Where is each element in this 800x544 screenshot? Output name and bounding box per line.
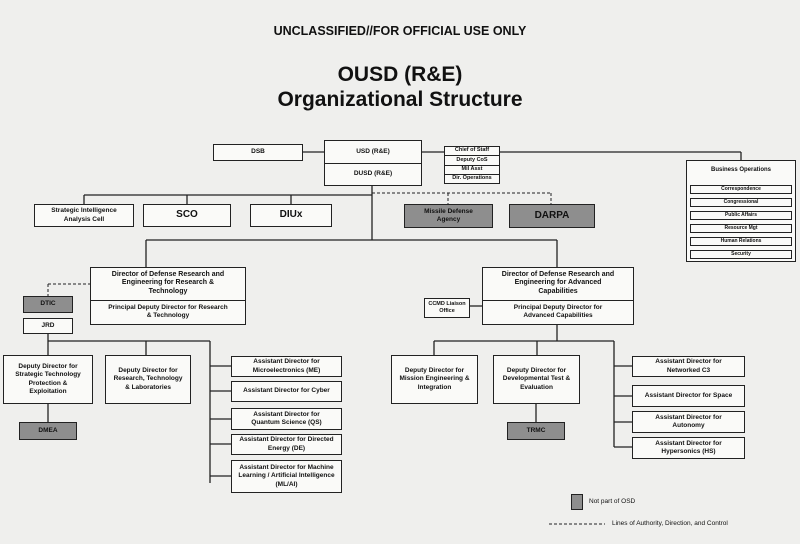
ad-autonomy-box: Assistant Director for Autonomy	[632, 411, 745, 433]
staff-box: Chief of Staff Deputy CoS Mil Asst Dir. …	[444, 146, 500, 184]
director-rt-label: Director of Defense Research and Enginee…	[111, 270, 225, 296]
ad-quantum-label: Assistant Director for Quantum Science (…	[251, 410, 322, 426]
strategic-intelligence-label: Strategic Intelligence Analysis Cell	[51, 207, 117, 223]
ad-autonomy-label: Assistant Director for Autonomy	[655, 413, 722, 429]
ad-quantum-box: Assistant Director for Quantum Science (…	[231, 408, 342, 430]
staff-item: Chief of Staff	[454, 147, 490, 154]
usd-box: USD (R&E) DUSD (R&E)	[324, 140, 422, 186]
director-rt-box: Director of Defense Research and Enginee…	[90, 267, 246, 325]
dd-research-tech-labs-box: Deputy Director for Research, Technology…	[105, 355, 191, 404]
deputy-ac-label: Principal Deputy Director for Advanced C…	[483, 299, 633, 324]
staff-item: Dir. Operations	[445, 173, 499, 183]
business-item: Correspondence	[690, 185, 792, 194]
ccmd-liaison-label: CCMD Liaison Office	[428, 301, 466, 314]
deputy-rt-label: Principal Deputy Director for Research &…	[91, 299, 245, 324]
ad-ml-ai-label: Assistant Director for Machine Learning …	[238, 464, 335, 488]
legend-not-osd-label: Not part of OSD	[589, 498, 636, 505]
dd-research-tech-labs-label: Deputy Director for Research, Technology…	[113, 367, 183, 391]
darpa-label: DARPA	[534, 209, 570, 221]
staff-item: Mil Asst	[445, 164, 499, 174]
dtic-label: DTIC	[40, 300, 56, 308]
ad-directed-energy-box: Assistant Director for Directed Energy (…	[231, 434, 342, 455]
dmea-box: DMEA	[19, 422, 77, 440]
ad-directed-energy-label: Assistant Director for Directed Energy (…	[239, 436, 334, 452]
dsb-box: DSB	[213, 144, 303, 161]
director-ac-box: Director of Defense Research and Enginee…	[482, 267, 634, 325]
page-title: OUSD (R&E)	[337, 63, 463, 86]
business-item: Security	[690, 250, 792, 259]
dusd-label: DUSD (R&E)	[325, 162, 421, 186]
dsb-label: DSB	[251, 148, 265, 156]
dd-developmental-test-label: Deputy Director for Developmental Test &…	[502, 367, 571, 391]
trmc-box: TRMC	[507, 422, 565, 440]
darpa-box: DARPA	[509, 204, 595, 228]
ad-microelectronics-box: Assistant Director for Microelectronics …	[231, 356, 342, 377]
dd-mission-engineering-label: Deputy Director for Mission Engineering …	[399, 367, 470, 391]
ad-cyber-box: Assistant Director for Cyber	[231, 381, 342, 402]
director-ac-label: Director of Defense Research and Enginee…	[501, 270, 615, 296]
dd-mission-engineering-box: Deputy Director for Mission Engineering …	[391, 355, 478, 404]
jrd-label: JRD	[41, 321, 55, 329]
classification-banner: UNCLASSIFIED//FOR OFFICIAL USE ONLY	[273, 24, 527, 38]
sco-box: SCO	[143, 204, 231, 227]
business-item: Human Relations	[690, 237, 792, 246]
missile-defense-agency-label: Missile Defense Agency	[424, 207, 473, 223]
usd-label: USD (R&E)	[356, 147, 390, 155]
trmc-label: TRMC	[526, 426, 546, 434]
ad-microelectronics-label: Assistant Director for Microelectronics …	[252, 358, 321, 374]
business-operations-title: Business Operations	[710, 167, 772, 173]
ccmd-liaison-box: CCMD Liaison Office	[424, 298, 470, 318]
dtic-box: DTIC	[23, 296, 73, 313]
dd-developmental-test-box: Deputy Director for Developmental Test &…	[493, 355, 580, 404]
legend-gray-swatch	[571, 494, 583, 510]
ad-cyber-label: Assistant Director for Cyber	[243, 387, 330, 395]
ad-ml-ai-box: Assistant Director for Machine Learning …	[231, 460, 342, 493]
diux-label: DIUx	[279, 209, 303, 221]
legend-lines-label: Lines of Authority, Direction, and Contr…	[612, 520, 728, 527]
ad-networked-c3-box: Assistant Director for Networked C3	[632, 356, 745, 377]
business-item: Congressional	[690, 198, 792, 207]
strategic-intelligence-analysis-cell-box: Strategic Intelligence Analysis Cell	[34, 204, 134, 227]
dd-strategic-tech-label: Deputy Director for Strategic Technology…	[15, 363, 81, 395]
sco-label: SCO	[176, 209, 198, 221]
ad-networked-c3-label: Assistant Director for Networked C3	[655, 358, 722, 374]
business-operations-box: Business Operations Correspondence Congr…	[686, 160, 796, 262]
ad-hypersonics-label: Assistant Director for Hypersonics (HS)	[655, 439, 722, 455]
page-subtitle: Organizational Structure	[277, 88, 523, 111]
dd-strategic-tech-box: Deputy Director for Strategic Technology…	[3, 355, 93, 404]
dmea-label: DMEA	[38, 426, 58, 434]
missile-defense-agency-box: Missile Defense Agency	[404, 204, 493, 228]
ad-hypersonics-box: Assistant Director for Hypersonics (HS)	[632, 437, 745, 459]
staff-item: Deputy CoS	[445, 155, 499, 164]
business-item: Resource Mgt	[690, 224, 792, 233]
jrd-box: JRD	[23, 318, 73, 334]
ad-space-box: Assistant Director for Space	[632, 385, 745, 407]
ad-space-label: Assistant Director for Space	[644, 391, 733, 399]
diux-box: DIUx	[250, 204, 332, 227]
business-item: Public Affairs	[690, 211, 792, 220]
